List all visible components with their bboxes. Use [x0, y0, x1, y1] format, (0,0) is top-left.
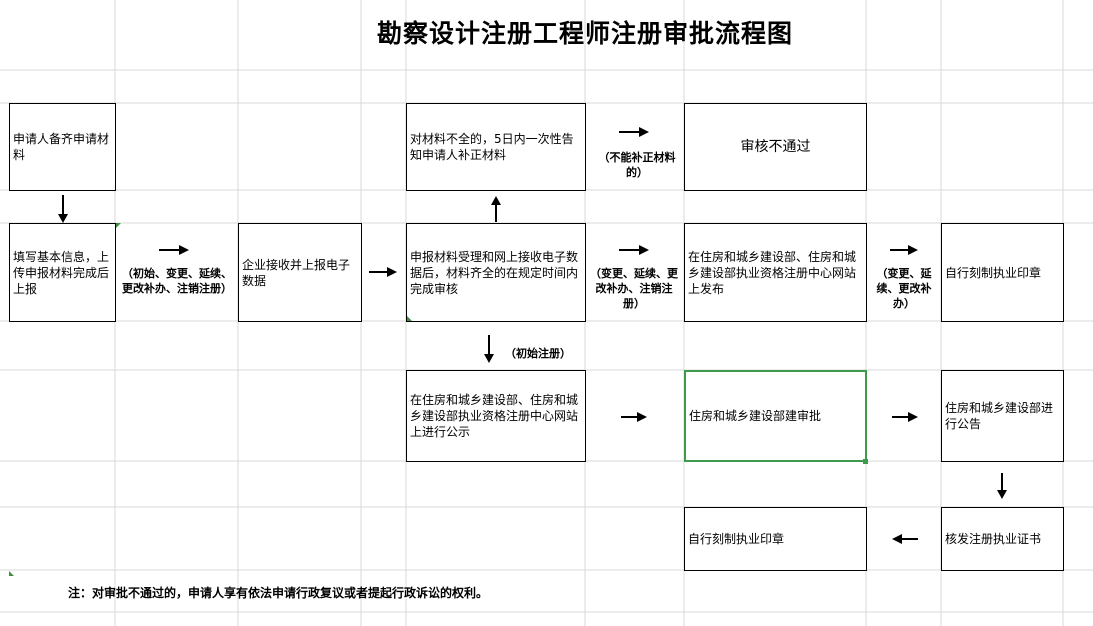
seal-box-top[interactable]: 自行刻制执业印章: [941, 223, 1064, 322]
arrow-down-icon: [997, 473, 1007, 499]
arrow-right-icon: [619, 127, 649, 137]
arrow-up-icon: [491, 196, 501, 222]
company-submit-box[interactable]: 企业接收并上报电子数据: [238, 223, 362, 322]
issue-certificate-box[interactable]: 核发注册执业证书: [941, 507, 1064, 571]
incomplete-materials-box[interactable]: 对材料不全的，5日内一次性告知申请人补正材料: [406, 103, 586, 191]
website-publish-box[interactable]: 在住房和城乡建设部、住房和城乡建设部执业资格注册中心网站上发布: [684, 223, 867, 322]
acceptance-review-box[interactable]: 申报材料受理和网上接收电子数据后，材料齐全的在规定时间内完成审核: [406, 223, 586, 322]
footnote: 注：对审批不通过的，申请人享有依法申请行政复议或者提起行政诉讼的权利。: [68, 586, 489, 600]
cell-marker: [116, 223, 121, 228]
website-publicity-box[interactable]: 在住房和城乡建设部、住房和城乡建设部执业资格注册中心网站上进行公示: [406, 370, 586, 462]
ministry-approval-box[interactable]: 住房和城乡建设部建审批: [684, 370, 867, 462]
arrow-right-icon: [619, 245, 649, 255]
prepare-materials-box[interactable]: 申请人备齐申请材料: [9, 103, 116, 191]
note-registration-types-right: （变更、延续、更改补办）: [876, 267, 932, 310]
arrow-right-icon: [890, 245, 918, 255]
note-initial-registration: （初始注册）: [505, 347, 571, 360]
cell-marker: [9, 571, 14, 576]
arrow-down-icon: [58, 195, 68, 223]
arrow-right-icon: [621, 412, 647, 422]
ministry-announcement-box[interactable]: 住房和城乡建设部进行公告: [941, 370, 1064, 462]
note-cannot-correct: （不能补正材料的）: [598, 151, 676, 179]
arrow-right-icon: [892, 412, 918, 422]
seal-box-bottom[interactable]: 自行刻制执业印章: [684, 507, 867, 571]
page-title: 勘察设计注册工程师注册审批流程图: [376, 19, 793, 48]
cell-marker: [407, 316, 412, 321]
review-failed-box[interactable]: 审核不通过: [684, 103, 867, 191]
note-registration-types-left: （初始、变更、延续、更改补办、注销注册）: [122, 267, 232, 295]
arrow-left-icon: [892, 534, 918, 544]
arrow-down-icon: [484, 335, 494, 363]
arrow-right-icon: [159, 245, 189, 255]
arrow-right-icon: [369, 267, 397, 277]
selection-handle[interactable]: [863, 459, 868, 464]
fill-info-box[interactable]: 填写基本信息，上传申报材料完成后上报: [9, 223, 116, 322]
note-registration-types-middle: （变更、延续、更改补办、注销注册）: [590, 267, 678, 310]
